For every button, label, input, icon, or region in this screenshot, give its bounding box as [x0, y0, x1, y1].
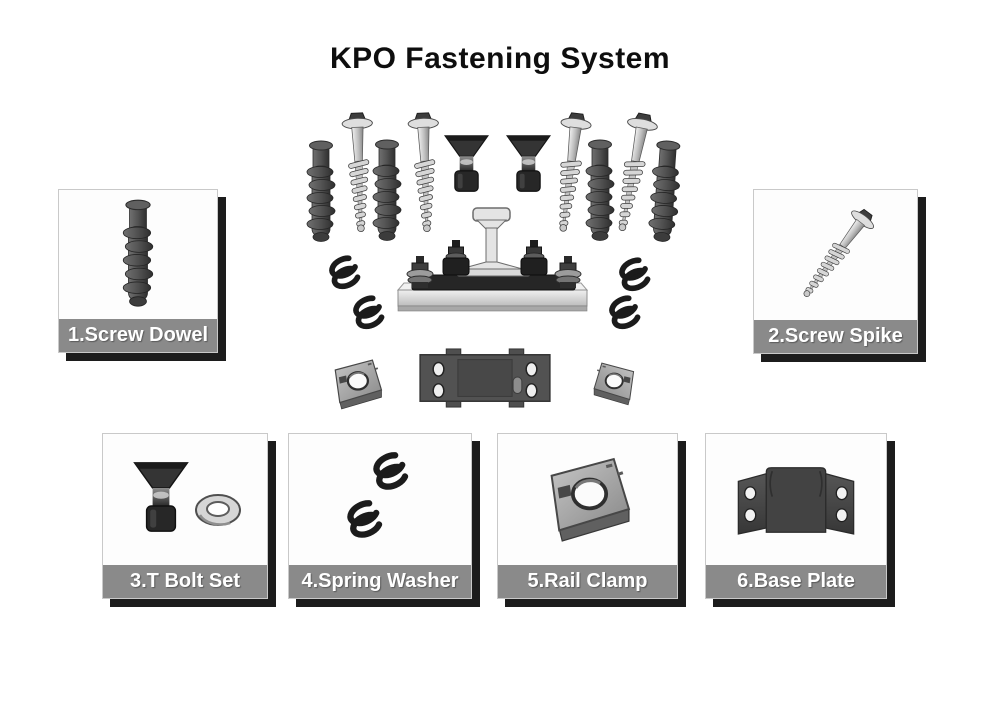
- part-box-screw-spike: 2.Screw Spike: [753, 189, 918, 354]
- rail-clamp-icon: [334, 358, 383, 411]
- clip-bolt-icon: [442, 240, 470, 276]
- screw-spike-icon: [606, 110, 660, 234]
- t-bolt-set-icon: [133, 461, 241, 532]
- rail-clamp-thumb: [498, 434, 677, 565]
- t-bolt-icon: [444, 135, 489, 192]
- base-plate-thumb: [706, 434, 886, 565]
- part-label: 2.Screw Spike: [768, 325, 903, 347]
- t-bolt-set-thumb: [103, 434, 267, 565]
- rail-clamp-icon: [593, 362, 635, 406]
- clip-bolt-icon: [520, 240, 548, 276]
- part-label: 6.Base Plate: [737, 570, 855, 592]
- screw-spike-icon: [407, 112, 443, 233]
- t-bolt-icon: [506, 135, 551, 192]
- part-label: 3.T Bolt Set: [129, 570, 240, 592]
- spring-washer-icon: [617, 258, 651, 292]
- part-label: 5.Rail Clamp: [527, 570, 648, 592]
- bolt-washer-icon: [554, 256, 582, 288]
- screw-dowel-thumb: [59, 190, 217, 319]
- part-label-bar: 3.T Bolt Set: [103, 565, 267, 598]
- part-box-spring-washer: 4.Spring Washer: [288, 433, 472, 599]
- part-label-bar: 1.Screw Dowel: [59, 319, 217, 352]
- screw-spike-icon: [547, 111, 593, 234]
- spring-washer-icon: [327, 256, 361, 290]
- screw-dowel-icon: [122, 197, 154, 313]
- part-box-t-bolt-set: 3.T Bolt Set: [102, 433, 268, 599]
- rail-clamp-icon: [539, 453, 637, 547]
- screw-dowel-icon: [647, 139, 684, 243]
- part-box-base-plate: 6.Base Plate: [705, 433, 887, 599]
- base-plate-icon: [419, 348, 551, 408]
- base-plate-icon: [732, 461, 860, 539]
- part-box-screw-dowel: 1.Screw Dowel: [58, 189, 218, 353]
- screw-dowel-icon: [306, 140, 336, 242]
- screw-dowel-icon: [372, 139, 402, 241]
- part-label: 1.Screw Dowel: [67, 324, 209, 346]
- part-label-bar: 4.Spring Washer: [289, 565, 471, 598]
- spring-washer-icon: [607, 296, 641, 330]
- page-title: KPO Fastening System: [329, 42, 671, 75]
- rail-fastening-assembly-icon: [306, 110, 684, 411]
- part-label-bar: 2.Screw Spike: [754, 320, 917, 353]
- spring-washer-icon: [351, 296, 385, 330]
- bolt-washer-icon: [406, 256, 434, 288]
- part-label-bar: 6.Base Plate: [706, 565, 886, 598]
- part-box-rail-clamp: 5.Rail Clamp: [497, 433, 678, 599]
- screw-spike-icon: [790, 201, 881, 309]
- part-label: 4.Spring Washer: [301, 570, 459, 592]
- part-label-bar: 5.Rail Clamp: [498, 565, 677, 598]
- screw-dowel-icon: [585, 139, 615, 241]
- assembly-illustration: [288, 98, 708, 428]
- rail-on-base-plate-icon: [396, 207, 589, 312]
- washer-icon: [195, 493, 241, 526]
- spring-washer-icon: [325, 444, 435, 556]
- screw-spike-icon: [341, 112, 377, 233]
- spring-washer-thumb: [289, 434, 471, 565]
- screw-spike-thumb: [754, 190, 917, 320]
